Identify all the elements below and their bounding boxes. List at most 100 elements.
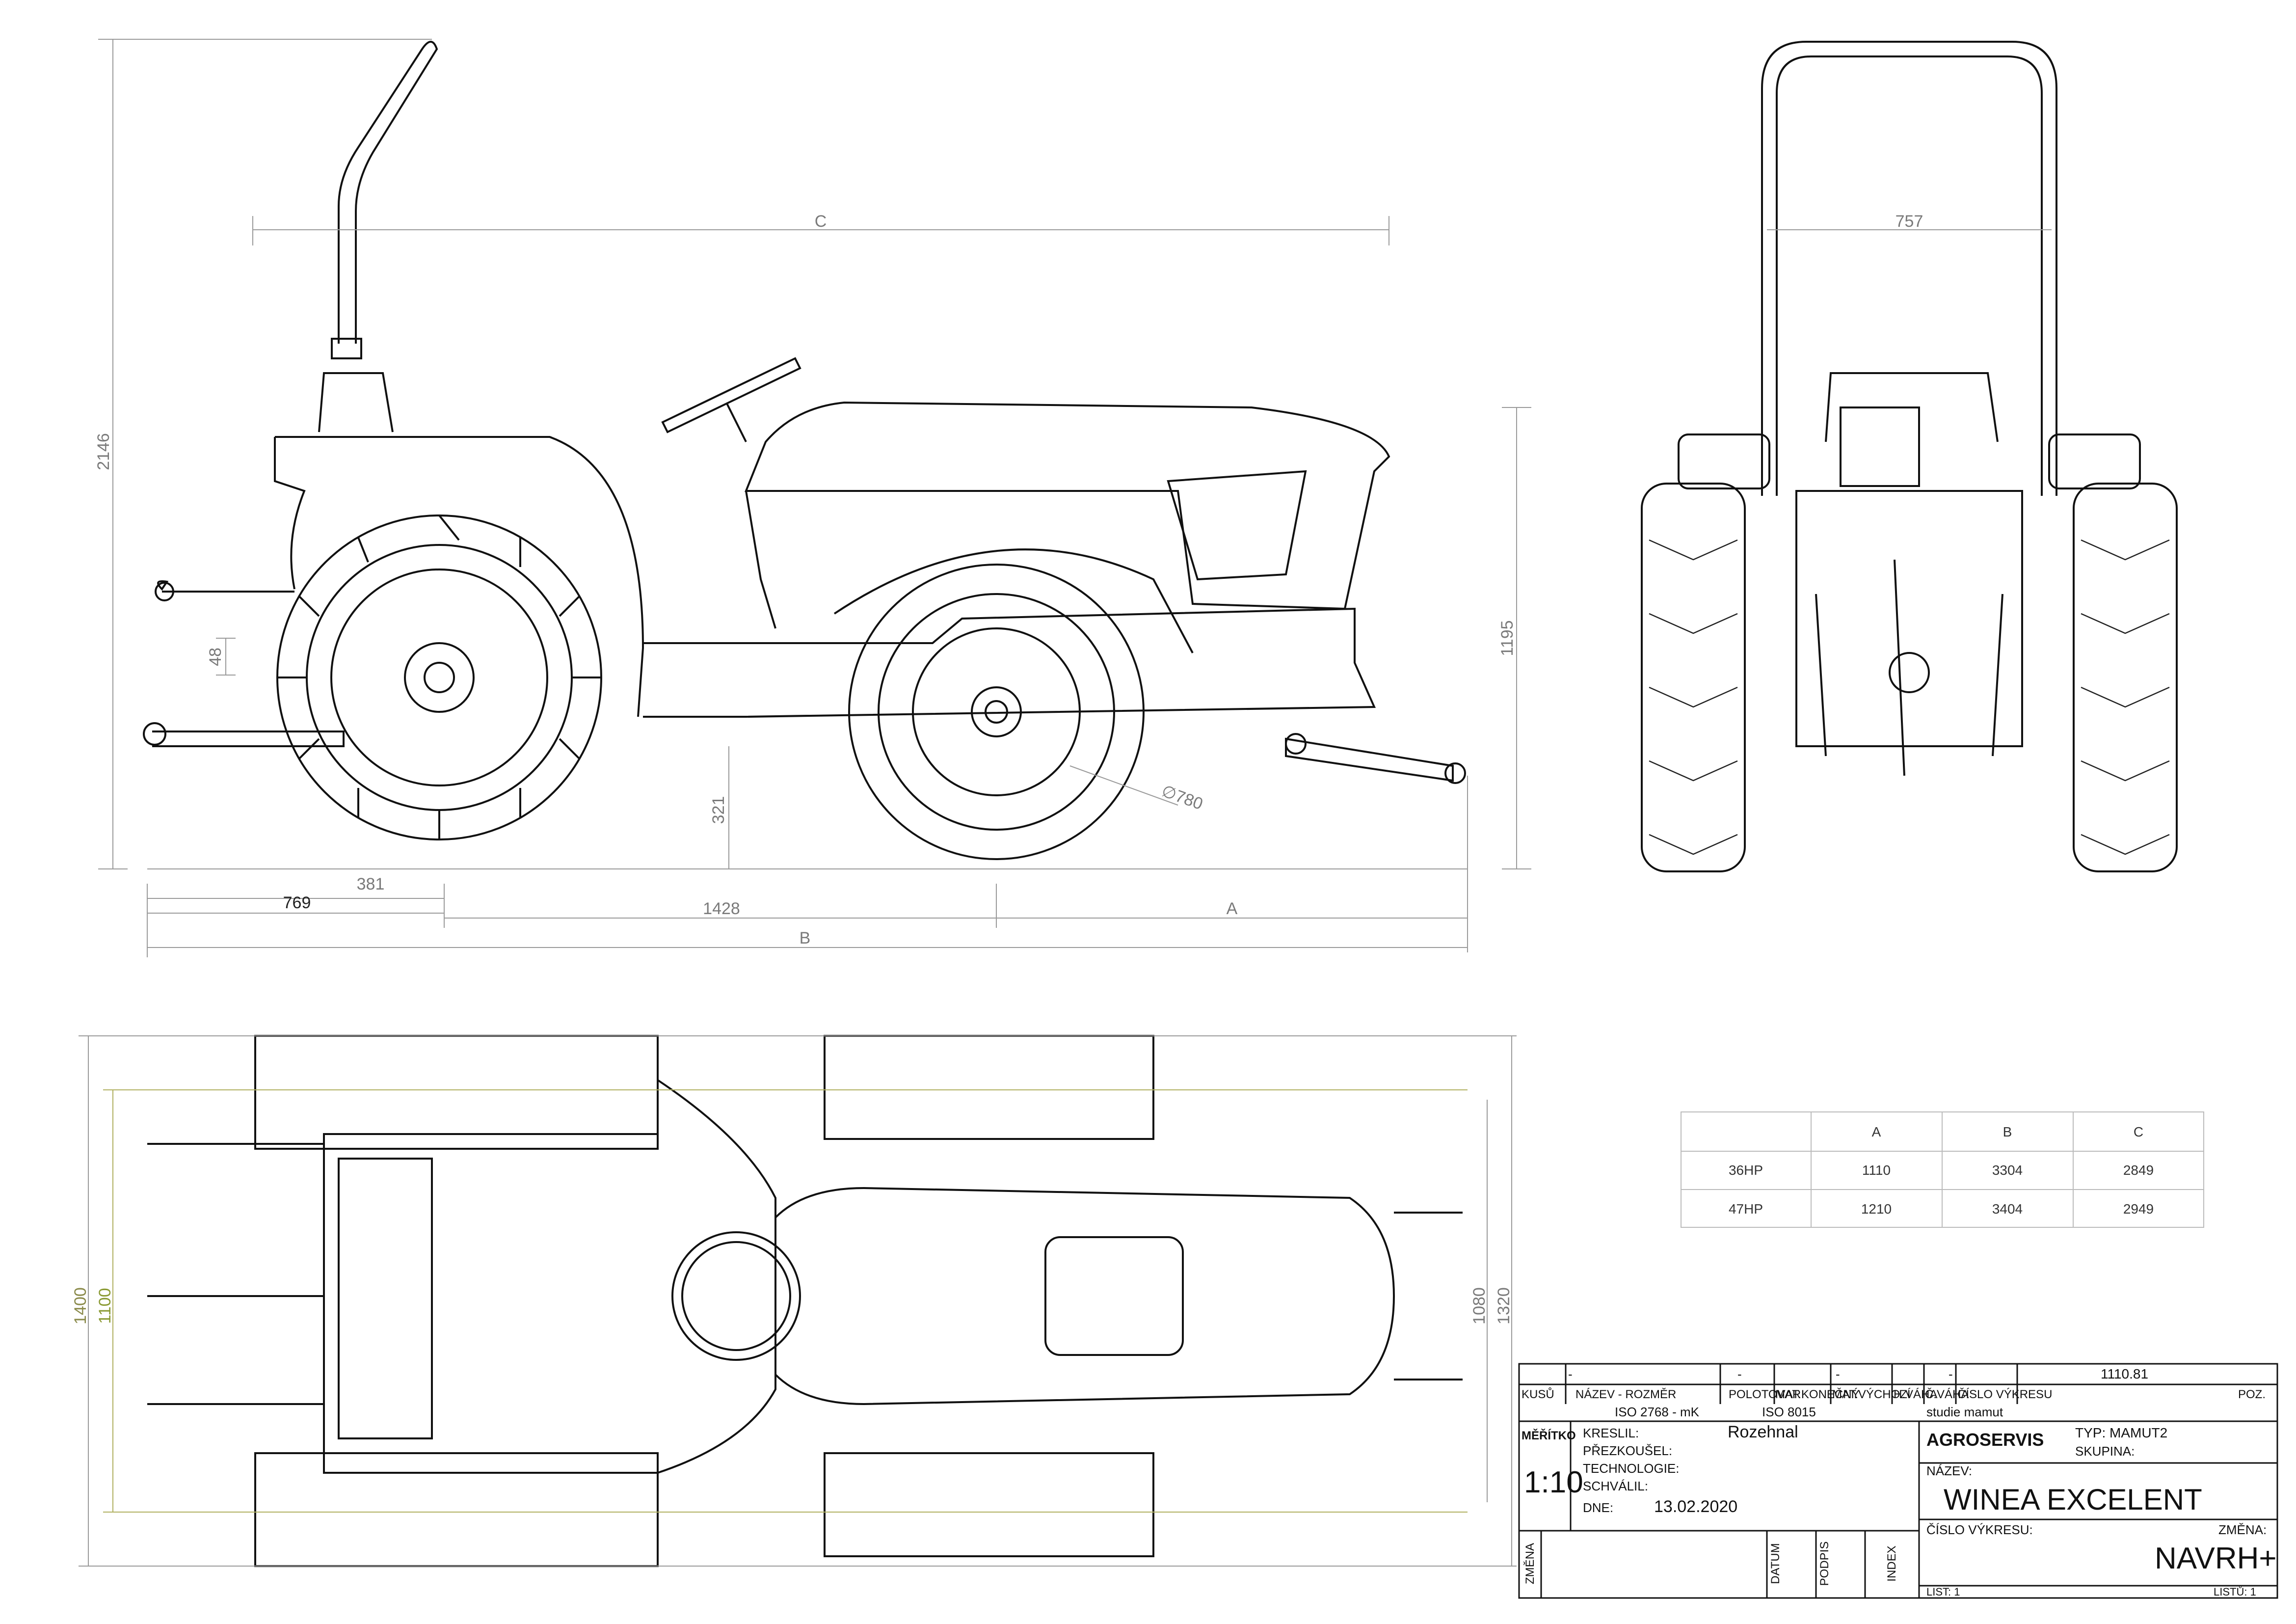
top-link-eye (155, 582, 174, 601)
dim-1320-label: 1320 (1495, 1287, 1513, 1325)
dim-1400-label: 1400 (71, 1287, 90, 1325)
top-front-tyre-top (824, 1035, 1154, 1140)
tb-mass: 1110.81 (2101, 1366, 2148, 1381)
dim-1100-label: 1100 (96, 1288, 114, 1324)
top-rear-tyre-top (254, 1035, 659, 1150)
dim-2146-label: 2146 (94, 433, 113, 470)
table-cell: 2949 (2123, 1201, 2154, 1217)
top-steering-wheel-inner (681, 1241, 791, 1351)
side-rollbar (338, 41, 438, 344)
top-view: 1400 1100 1080 1320 (71, 1035, 1517, 1567)
tb-nazev-label: NÁZEV: (1926, 1463, 1972, 1478)
top-steering-wheel (671, 1231, 801, 1361)
rollbar-clamp (331, 338, 362, 359)
dim-1195-label: 1195 (1498, 620, 1517, 656)
rear-lift-arms (1815, 559, 2003, 776)
rear-hub-center (424, 662, 455, 693)
front-hitch-pivot (1285, 733, 1307, 755)
hood-grille (1167, 470, 1307, 581)
lower-link-eye (143, 722, 166, 746)
tb-dne-label: DNE: (1583, 1500, 1613, 1515)
dim-1428-label: 1428 (703, 899, 740, 918)
rear-tyre (276, 514, 602, 840)
rear-hub (404, 642, 475, 713)
table-cell: 1110 (1862, 1163, 1891, 1178)
tb-list-label: LIST: 1 (1926, 1586, 1960, 1598)
tb-side-label: ZMĚNA (1523, 1543, 1537, 1584)
tb-prezkousel-label: PŘEZKOUŠEL: (1583, 1443, 1672, 1458)
tb-header: MAT.VÝCHOZÍ (1832, 1388, 1911, 1401)
table-cell: 3404 (1992, 1201, 2023, 1217)
rear-tyre-inner (306, 544, 573, 811)
rear-tread (277, 514, 601, 839)
steering-wheel (661, 357, 801, 442)
tb-cislo-label: ČÍSLO VÝKRESU: (1926, 1522, 2033, 1537)
top-operator-platform (323, 1079, 776, 1474)
table-header-A: A (1872, 1124, 1881, 1139)
rear-tyre-left (1641, 483, 1746, 872)
rear-hitch-top-link (157, 580, 294, 593)
seat (318, 372, 394, 433)
title-block: - - - - 1110.81 KUSŮ NÁZEV - ROZMĚR POLO… (1518, 1363, 2278, 1599)
front-hitch-eye (1444, 762, 1466, 784)
dim-B-label: B (800, 929, 811, 947)
hood (745, 401, 1390, 610)
top-hood (774, 1187, 1395, 1406)
dim-381-label: 381 (357, 875, 385, 893)
rear-tyre-right (2073, 483, 2178, 872)
tb-header: ČÍSLO VÝKRESU (1957, 1387, 2052, 1401)
dim-769-label: 769 (283, 893, 311, 912)
top-rear-hitch-arms (147, 1143, 324, 1405)
tb-dash: - (1949, 1367, 1953, 1381)
tb-kreslil-label: KRESLIL: (1583, 1426, 1639, 1440)
tb-side-label: INDEX (1885, 1545, 1898, 1581)
tb-zmena-label: ZMĚNA: (2218, 1522, 2267, 1537)
table-header-B: B (2003, 1124, 2012, 1139)
rear-transmission (1795, 490, 2023, 747)
top-hood-panel (1044, 1236, 1184, 1356)
left-fender-lamp (1678, 433, 1770, 489)
tb-side-label: DATUM (1769, 1543, 1782, 1584)
top-rear-tyre-bottom (254, 1452, 659, 1567)
rear-hitch-lower-link (152, 731, 345, 747)
side-view (143, 41, 1466, 860)
tb-side-label: PODPIS (1818, 1542, 1831, 1586)
table-cell: 1210 (1861, 1201, 1892, 1217)
rear-seat (1825, 372, 1999, 442)
table-cell: 47HP (1729, 1201, 1763, 1217)
front-tyre (848, 564, 1145, 860)
dim-321-label: 321 (709, 796, 728, 824)
front-tyre-inner (878, 593, 1115, 831)
tb-listu-label: LISTŮ: 1 (2214, 1586, 2256, 1598)
tb-dash: - (1568, 1367, 1573, 1381)
tb-iso2: ISO 8015 (1762, 1405, 1816, 1419)
top-front-hitch (1394, 1212, 1463, 1380)
side-dimensions: C 2146 1195 48 321 381 769 1428 A B ∅780 (94, 39, 1531, 957)
tb-iso1: ISO 2768 - mK (1615, 1405, 1700, 1419)
rear-tyre-tread (1649, 539, 2170, 855)
dim-C-label: C (815, 212, 827, 231)
front-hitch-arm (1285, 737, 1454, 782)
rear-rollbar (1761, 41, 2057, 496)
rear-rim (330, 568, 548, 786)
tb-studie: studie mamut (1926, 1405, 2003, 1419)
tb-header: POZ. (2238, 1388, 2266, 1401)
table-cell: 36HP (1729, 1163, 1763, 1178)
table-cell: 3304 (1992, 1163, 2023, 1178)
rear-fender (274, 436, 644, 717)
variants-table: A B C 36HP 1110 3304 2849 47HP 1210 3404… (1681, 1111, 2204, 1228)
front-hub (971, 686, 1022, 737)
tb-schvalil-label: SCHVÁLIL: (1583, 1479, 1648, 1493)
tb-dash: - (1836, 1367, 1840, 1381)
tb-header: NÁZEV - ROZMĚR (1575, 1388, 1676, 1401)
top-front-tyre-bottom (824, 1452, 1154, 1557)
front-fender (833, 548, 1194, 653)
table-header-C: C (2134, 1124, 2143, 1139)
tb-kreslil: Rozehnal (1728, 1423, 1798, 1441)
tb-header: H.VÁHA (1894, 1388, 1937, 1401)
dim-A-label: A (1227, 899, 1238, 918)
dim-1080-label: 1080 (1470, 1287, 1489, 1325)
tb-typ: TYP: MAMUT2 (2075, 1425, 2167, 1440)
tb-company: AGROSERVIS (1926, 1430, 2044, 1450)
tb-technologie-label: TECHNOLOGIE: (1583, 1461, 1679, 1476)
